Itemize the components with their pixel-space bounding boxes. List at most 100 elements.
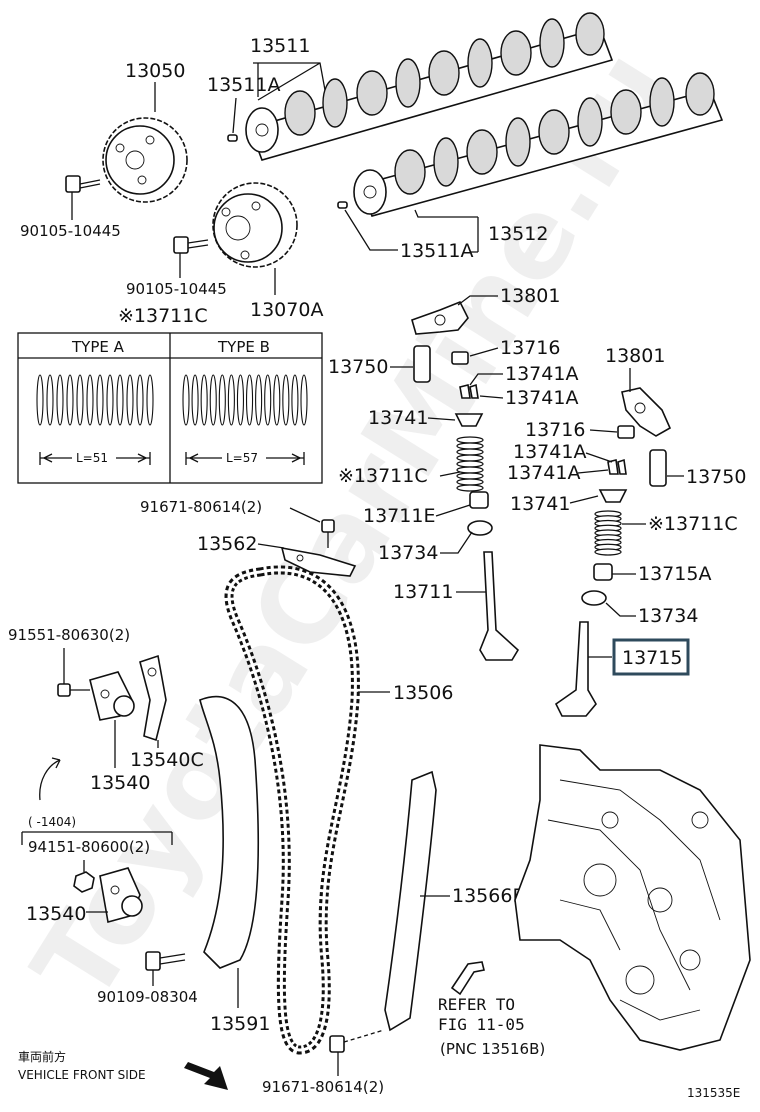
spring-coil [46, 374, 54, 426]
label-13715[interactable]: 13715 [622, 647, 682, 669]
spring-coil [218, 374, 226, 426]
label-13741A-b1: 13741A [513, 441, 586, 463]
camshaft-exhaust [353, 72, 724, 217]
label-date-range: ( -1404) [28, 815, 76, 829]
refer-line-1: REFER TO [438, 995, 515, 1014]
label-90109: 90109-08304 [97, 988, 198, 1006]
label-13506: 13506 [393, 682, 453, 704]
label-91551: 91551-80630(2) [8, 626, 130, 644]
intake-valve-13711 [479, 551, 520, 661]
valve-spring-coil [456, 484, 484, 492]
timing-chain-13506 [224, 565, 360, 1055]
label-13741A-a2: 13741A [505, 387, 578, 409]
table-type-a: TYPE A [71, 338, 125, 356]
valve-spring-coil [456, 466, 484, 474]
spring-coil [86, 374, 94, 426]
bolt-91671-b [329, 1029, 385, 1053]
table-length-a: L=51 [76, 451, 108, 465]
label-90105-b: 90105-10445 [126, 280, 227, 298]
label-13716-a: 13716 [500, 337, 560, 359]
label-90105-a: 90105-10445 [20, 222, 121, 240]
bolt-90105-b [173, 236, 209, 254]
nut-94151 [73, 871, 95, 893]
tensioner-13540-a [89, 671, 135, 721]
exhaust-valve-13715 [554, 621, 597, 717]
spring-coil [106, 374, 114, 426]
spring-coil [66, 374, 74, 426]
label-91671-a: 91671-80614(2) [140, 498, 262, 516]
label-13711C-b: ※13711C [648, 513, 738, 535]
tensioner-13540-b [99, 867, 143, 924]
spring-coil [209, 374, 217, 426]
spring-coil [116, 374, 124, 426]
label-13734-b: 13734 [638, 605, 698, 627]
gasket-13540C [139, 654, 167, 742]
table-type-b: TYPE B [217, 338, 270, 356]
valve-spring-coil [456, 472, 484, 480]
spring-type-a-drawing [36, 374, 154, 426]
spring-coil [255, 374, 263, 426]
pin-13511A-top [227, 134, 238, 142]
label-13562: 13562 [197, 533, 257, 555]
valve-spring-coil [456, 442, 484, 450]
label-13070A: 13070A [250, 299, 323, 321]
lash-adjuster-13750-a [413, 345, 431, 383]
spring-coil [264, 374, 272, 426]
valve-spring-coil [594, 548, 622, 556]
refer-line-3: (PNC 13516B) [440, 1040, 545, 1058]
washer-13734-a [467, 520, 493, 536]
chain-slipper-13591 [199, 695, 260, 969]
label-13711: 13711 [393, 581, 453, 603]
spring-coil [273, 374, 281, 426]
washer-13734-b [581, 590, 607, 606]
retainer-13741-a [454, 413, 484, 427]
bolt-90109 [145, 951, 186, 971]
label-13711C-table: ※13711C [118, 305, 208, 327]
keeper-13741A-a [459, 384, 471, 399]
label-13711C-a: ※13711C [338, 465, 428, 487]
label-13540-b: 13540 [26, 903, 86, 925]
label-13566B: 13566B [452, 885, 525, 907]
seal-13715A [593, 563, 613, 581]
spring-coil [126, 374, 134, 426]
highlight-box-13715 [612, 638, 690, 676]
spring-coil [200, 374, 208, 426]
spring-coil [56, 374, 64, 426]
label-13511A-top: 13511A [207, 74, 280, 96]
label-13711E: 13711E [363, 505, 435, 527]
vehicle-front-jp: 車両前方 [18, 1049, 66, 1064]
spring-coil [36, 374, 44, 426]
valve-spring-coil [456, 460, 484, 468]
table-length-b: L=57 [226, 451, 258, 465]
label-13512: 13512 [488, 223, 548, 245]
label-94151: 94151-80600(2) [28, 838, 150, 856]
rocker-arm-13801-a [411, 300, 469, 335]
pin-13511A-bottom [337, 201, 348, 209]
valve-spring-13711C-b [594, 510, 622, 556]
spring-coil [291, 374, 299, 426]
sprocket-13050 [102, 117, 188, 203]
label-13716-b: 13716 [525, 419, 585, 441]
rocker-arm-13801-b [621, 387, 672, 437]
spring-coil [300, 374, 308, 426]
spring-coil [282, 374, 290, 426]
valve-spring-coil [456, 478, 484, 486]
spring-coil [76, 374, 84, 426]
label-13734-a: 13734 [378, 542, 438, 564]
bolt-91671-a [321, 519, 335, 548]
valve-spring-13711C-a [456, 436, 484, 492]
label-13050: 13050 [125, 60, 185, 82]
sprocket-13070A [212, 182, 298, 268]
engine-block [514, 744, 751, 1051]
oil-jet-pipe [450, 961, 485, 996]
retainer-13741-b [598, 489, 628, 503]
spring-coil [146, 374, 154, 426]
front-direction-arrow-icon [184, 1062, 228, 1090]
label-13750-a: 13750 [328, 356, 388, 378]
label-13801-a: 13801 [500, 285, 560, 307]
bolt-91551 [57, 683, 90, 697]
label-13741A-b2: 13741A [507, 462, 580, 484]
label-13511A-bottom: 13511A [400, 240, 473, 262]
valve-spring-coil [456, 454, 484, 462]
